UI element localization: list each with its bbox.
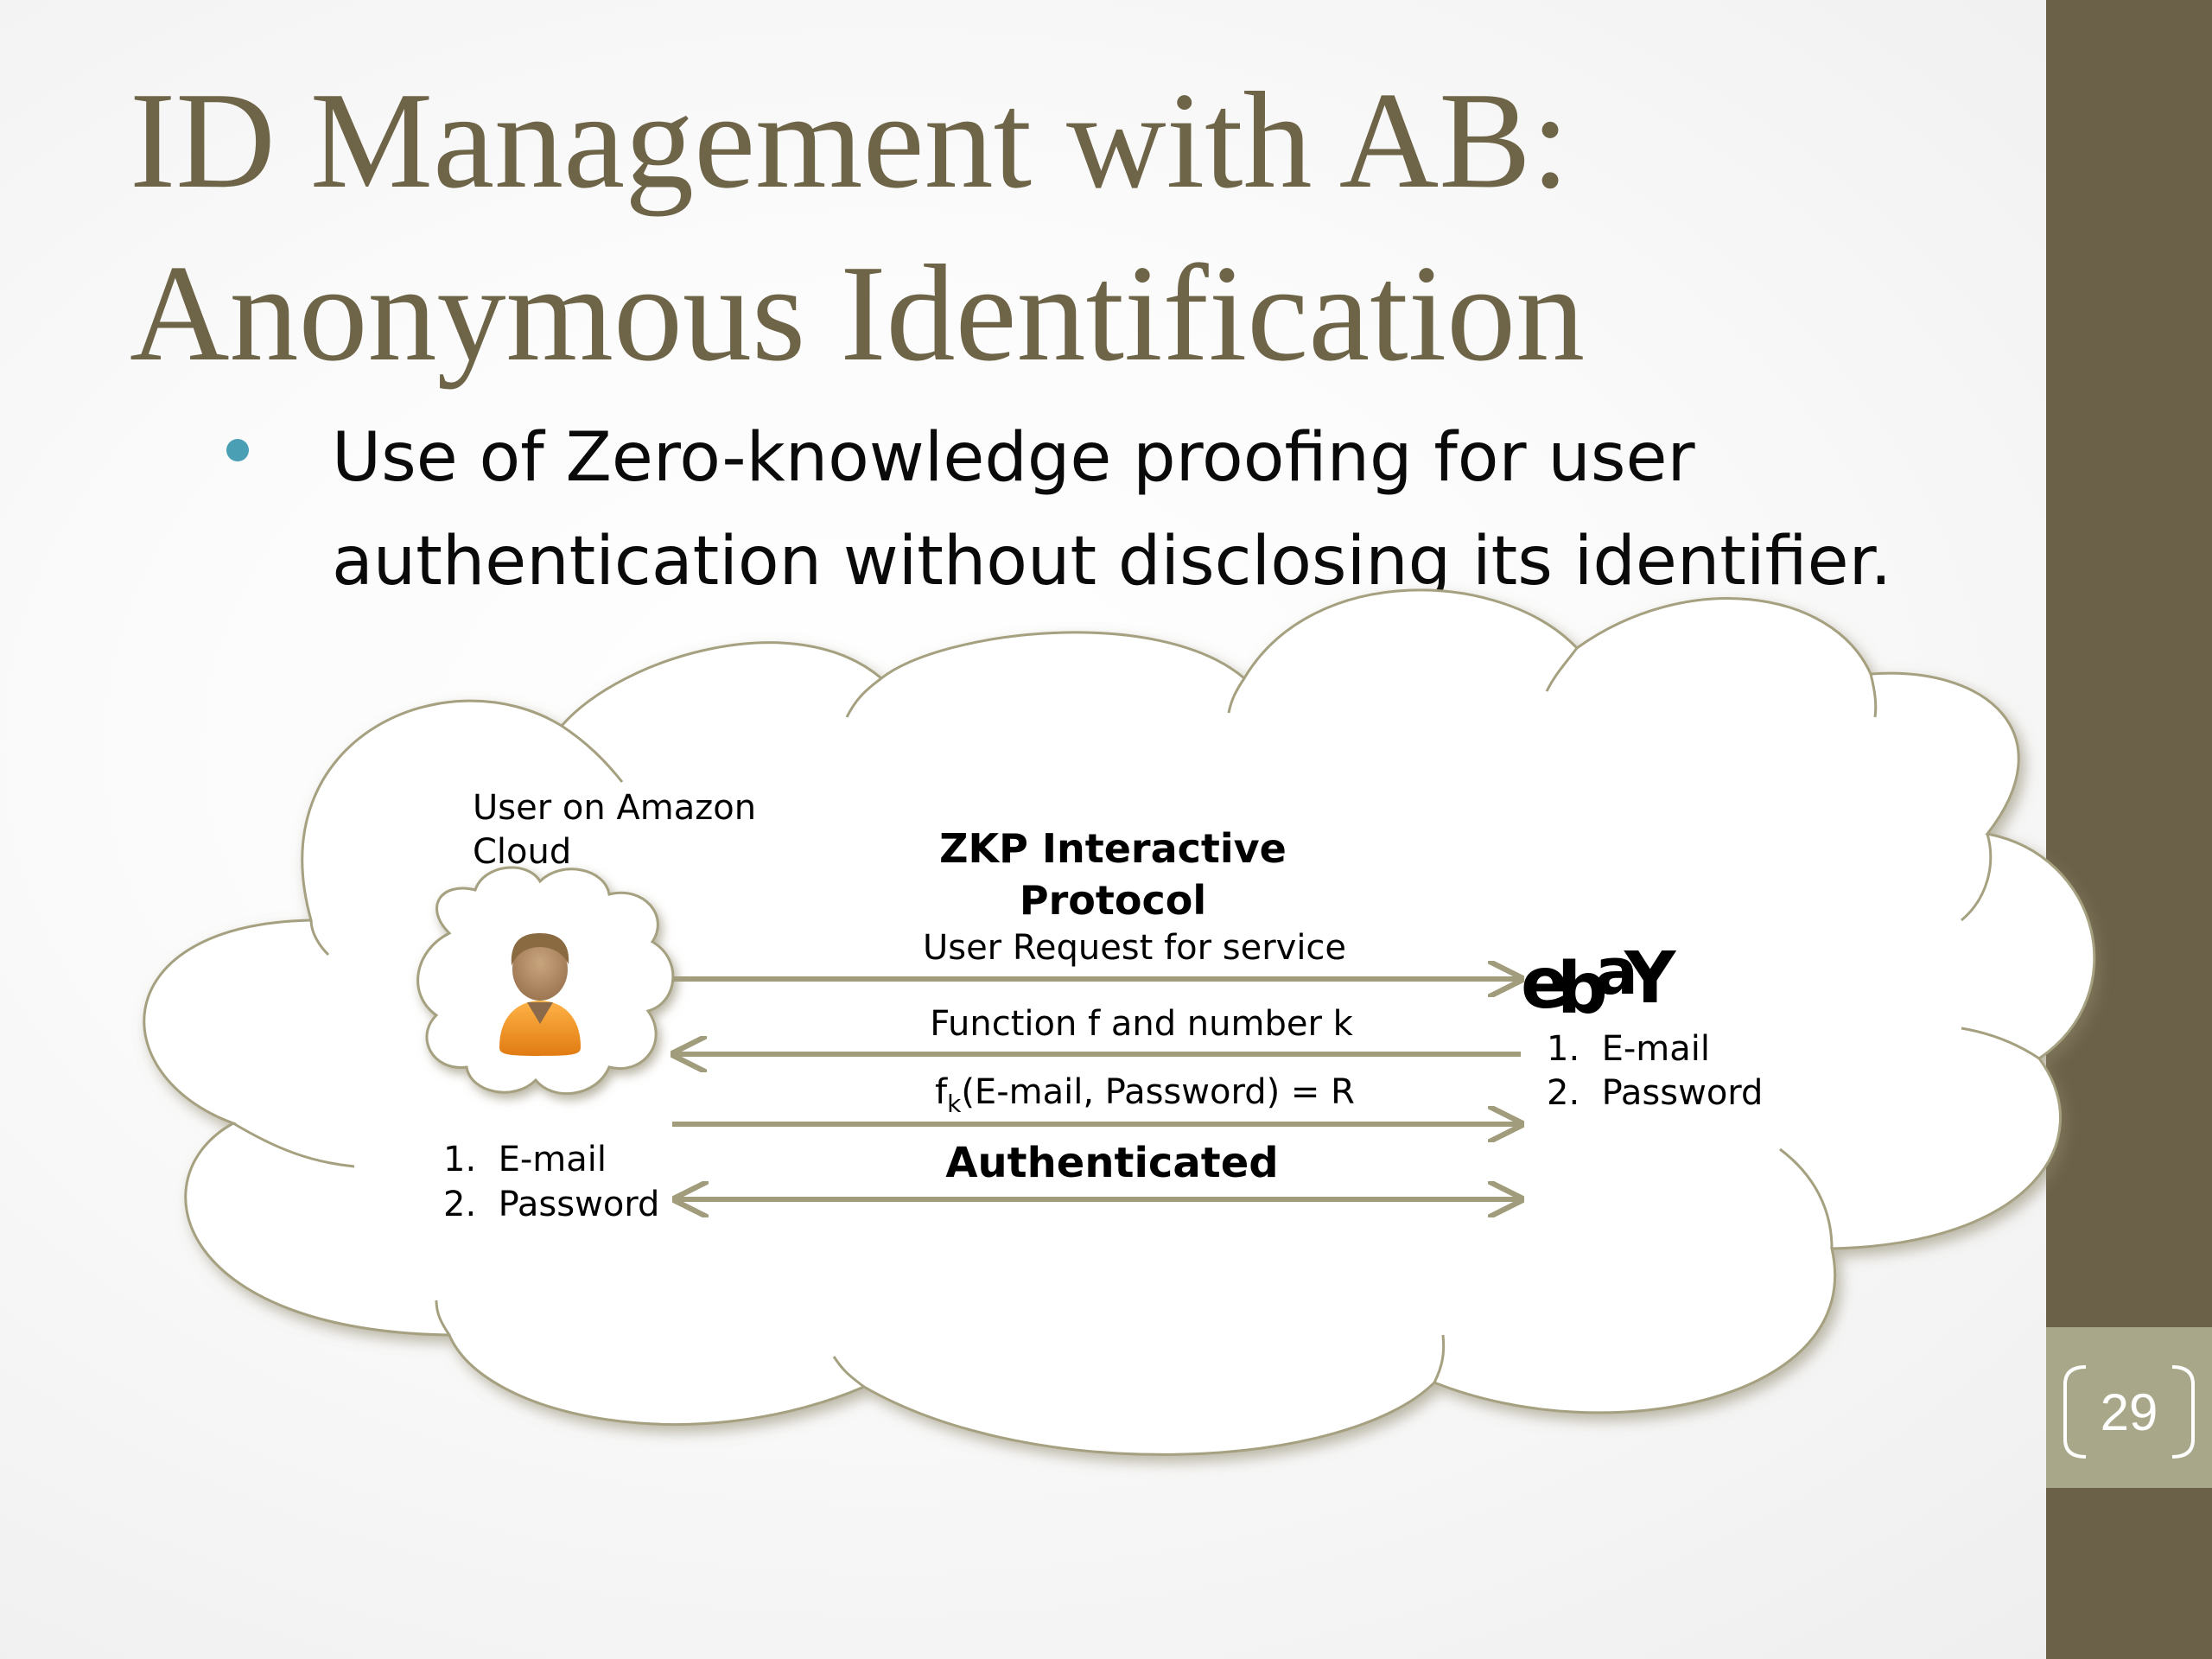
slide-title-line1: ID Management with AB:	[130, 63, 1570, 217]
user-credential-password: 2. Password	[443, 1185, 659, 1224]
message-result-suffix: (E-mail, Password) = R	[961, 1072, 1355, 1112]
slide-number-bracket	[2063, 1365, 2195, 1459]
slide-number-box	[2046, 1327, 2212, 1488]
ebay-logo-letter: b	[1557, 948, 1608, 1030]
ebay-logo-letter: e	[1521, 943, 1566, 1025]
ebay-logo: e b a Y	[1521, 935, 1677, 1030]
message-authenticated: Authenticated	[945, 1139, 1278, 1187]
message-request: User Request for service	[923, 928, 1346, 968]
cloud-inner-curve	[561, 724, 624, 783]
cloud-inner-curve	[1433, 1334, 1446, 1383]
user-label-line2: Cloud	[473, 832, 571, 872]
ebay-logo-letter: Y	[1624, 938, 1677, 1020]
service-credential-email: 1. E-mail	[1547, 1029, 1710, 1069]
ebay-logo-letter: a	[1595, 935, 1638, 1009]
message-result-subscript: k	[947, 1090, 962, 1118]
cloud-inner-curve	[1779, 1147, 1834, 1249]
bullet-dot	[226, 439, 249, 461]
cloud-inner-curve	[232, 1122, 355, 1168]
protocol-title-line2: Protocol	[1020, 877, 1206, 924]
cloud-inner-curve	[1227, 677, 1246, 714]
cloud-inner-curve	[845, 677, 882, 718]
protocol-title-line1: ZKP Interactive	[939, 825, 1287, 872]
large-cloud	[143, 588, 2096, 1456]
cloud-inner-curve	[435, 1300, 451, 1336]
user-avatar-icon	[499, 933, 581, 1056]
slide-title: ID Management with AB: Anonymous Identif…	[130, 54, 1987, 399]
slide-title-line2: Anonymous Identification	[130, 236, 1586, 390]
message-result: fk(E-mail, Password) = R	[935, 1072, 1355, 1118]
user-credential-email: 1. E-mail	[443, 1140, 607, 1179]
message-function: Function f and number k	[930, 1004, 1353, 1044]
cloud-inner-curve	[832, 1356, 865, 1389]
cloud-inner-curve	[1545, 647, 1579, 692]
cloud-inner-curve	[1869, 673, 1878, 718]
cloud-inner-curve	[309, 919, 330, 957]
bullet-text: Use of Zero-knowledge proofing for user …	[332, 419, 1892, 601]
slide-number: 29	[2100, 1382, 2158, 1441]
user-label-line1: User on Amazon	[473, 788, 756, 828]
cloud-inner-curve	[1961, 833, 1993, 922]
message-result-prefix: f	[935, 1072, 948, 1112]
service-credential-password: 2. Password	[1547, 1073, 1763, 1113]
cloud-inner-curve	[1961, 1027, 2040, 1060]
